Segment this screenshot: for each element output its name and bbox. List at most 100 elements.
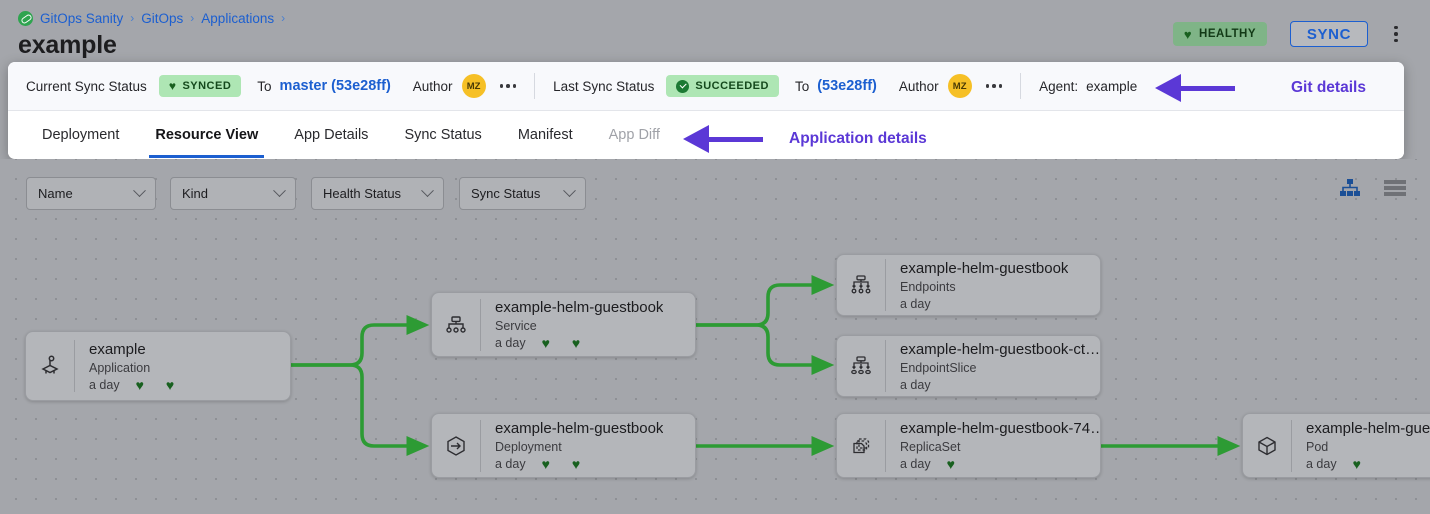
graph-node-pod[interactable]: example-helm-guest Pod a day ♥ bbox=[1242, 413, 1430, 478]
graph-node-endpoints[interactable]: example-helm-guestbook Endpoints a day bbox=[836, 254, 1101, 316]
tab-label: App Diff bbox=[608, 126, 660, 143]
filter-kind[interactable]: Kind bbox=[170, 177, 296, 210]
node-kind: Application bbox=[89, 360, 151, 375]
page-title: example bbox=[18, 31, 117, 59]
current-ellipsis-icon[interactable] bbox=[499, 84, 517, 88]
breadcrumb-item-1[interactable]: GitOps bbox=[141, 10, 184, 26]
tree-view-icon[interactable] bbox=[1340, 179, 1360, 202]
node-kind: ReplicaSet bbox=[900, 440, 961, 454]
filter-label: Kind bbox=[182, 186, 209, 201]
chevron-down-icon bbox=[421, 184, 434, 198]
divider bbox=[1020, 73, 1022, 99]
endpointslice-icon bbox=[837, 336, 885, 396]
current-sync-status-label: Current Sync Status bbox=[26, 78, 147, 94]
chevron-down-icon bbox=[273, 184, 286, 198]
avatar[interactable]: MZ bbox=[947, 74, 972, 98]
divider bbox=[480, 419, 481, 472]
breadcrumb-item-2[interactable]: Applications bbox=[201, 10, 275, 26]
tab-label: App Details bbox=[294, 126, 369, 143]
node-title: example-helm-guest bbox=[1306, 420, 1430, 437]
current-sync-status-badge[interactable]: ♥ SYNCED bbox=[158, 75, 242, 97]
divider bbox=[885, 419, 886, 472]
resource-graph-canvas: Name Kind Health Status Sync Status bbox=[0, 159, 1430, 514]
tab-app-details[interactable]: App Details bbox=[276, 111, 386, 158]
node-title: example bbox=[89, 340, 146, 358]
last-sync-status-label: Last Sync Status bbox=[553, 78, 655, 94]
tab-label: Manifest bbox=[517, 126, 573, 143]
node-meta: a day ♥ bbox=[900, 457, 1100, 471]
tab-deployment[interactable]: Deployment bbox=[24, 111, 137, 158]
graph-node-application[interactable]: example Application a day ♥ ♥ bbox=[25, 331, 291, 401]
sync-heart-icon: ♥ bbox=[165, 376, 175, 392]
node-body: example-helm-guestbook-74… ReplicaSet a … bbox=[886, 420, 1100, 471]
node-age: a day bbox=[1306, 457, 1337, 471]
endpoints-icon bbox=[837, 255, 885, 315]
last-sync-status-badge[interactable]: SUCCEEDED bbox=[666, 75, 779, 97]
kebab-menu-icon[interactable] bbox=[1386, 21, 1406, 47]
tab-manifest[interactable]: Manifest bbox=[500, 111, 591, 158]
graph-node-service[interactable]: example-helm-guestbook Service a day ♥ ♥ bbox=[431, 292, 696, 357]
filter-sync-status[interactable]: Sync Status bbox=[459, 177, 586, 210]
filter-health-status[interactable]: Health Status bbox=[311, 177, 444, 210]
breadcrumb-item-0[interactable]: GitOps Sanity bbox=[40, 10, 124, 26]
graph-node-replicaset[interactable]: example-helm-guestbook-74… ReplicaSet a … bbox=[836, 413, 1101, 478]
sync-button[interactable]: SYNC bbox=[1289, 21, 1368, 47]
breadcrumb-separator: › bbox=[190, 11, 195, 25]
node-kind: EndpointSlice bbox=[900, 360, 977, 375]
node-age: a day bbox=[495, 336, 526, 350]
divider bbox=[885, 340, 886, 392]
current-revision-link[interactable]: master (53e28ff) bbox=[279, 78, 391, 94]
health-heart-icon: ♥ bbox=[541, 456, 550, 471]
node-body: example Application a day ♥ ♥ bbox=[75, 341, 174, 392]
tab-label: Resource View bbox=[155, 126, 259, 143]
node-body: example-helm-guest Pod a day ♥ bbox=[1292, 420, 1430, 471]
agent-value: example bbox=[1086, 78, 1138, 94]
node-age: a day bbox=[900, 457, 931, 471]
filter-label: Name bbox=[38, 186, 73, 201]
tab-bar: Deployment Resource View App Details Syn… bbox=[8, 111, 1404, 158]
current-author-label: Author bbox=[412, 78, 453, 94]
health-badge-label: HEALTHY bbox=[1199, 28, 1256, 40]
node-kind: Service bbox=[495, 319, 537, 333]
node-age: a day bbox=[900, 377, 931, 392]
current-to-label: To bbox=[257, 78, 272, 94]
node-title: example-helm-guestbook bbox=[495, 299, 664, 316]
last-revision-link[interactable]: (53e28ff) bbox=[817, 78, 877, 94]
tab-resource-view[interactable]: Resource View bbox=[137, 111, 276, 158]
pod-icon bbox=[1243, 414, 1291, 477]
gitops-logo-icon bbox=[18, 10, 33, 26]
node-body: example-helm-guestbook Deployment a day … bbox=[481, 420, 663, 471]
graph-node-endpointslice[interactable]: example-helm-guestbook-ct… EndpointSlice… bbox=[836, 335, 1101, 397]
tab-sync-status[interactable]: Sync Status bbox=[386, 111, 499, 158]
sync-heart-icon: ♥ bbox=[571, 335, 581, 350]
chevron-down-icon bbox=[563, 184, 576, 198]
node-title: example-helm-guestbook bbox=[900, 259, 1069, 277]
node-meta: a day ♥ ♥ bbox=[495, 336, 663, 350]
status-badge-healthy[interactable]: ♥ HEALTHY bbox=[1172, 22, 1267, 46]
tab-app-diff[interactable]: App Diff bbox=[591, 111, 678, 158]
heart-icon: ♥ bbox=[1183, 26, 1193, 42]
replicaset-icon bbox=[837, 414, 885, 477]
sync-heart-icon: ♥ bbox=[571, 456, 581, 471]
breadcrumb-separator: › bbox=[130, 11, 135, 25]
app-details-card: Current Sync Status ♥ SYNCED To master (… bbox=[8, 62, 1404, 159]
node-body: example-helm-guestbook Service a day ♥ ♥ bbox=[481, 299, 663, 350]
filter-name[interactable]: Name bbox=[26, 177, 156, 210]
node-body: example-helm-guestbook Endpoints a day bbox=[886, 260, 1068, 311]
chevron-down-icon bbox=[133, 184, 146, 198]
node-title: example-helm-guestbook bbox=[495, 420, 664, 437]
node-age: a day bbox=[495, 457, 526, 471]
filter-label: Health Status bbox=[323, 186, 402, 201]
list-view-icon[interactable] bbox=[1384, 179, 1406, 202]
service-icon bbox=[432, 293, 480, 356]
filter-label: Sync Status bbox=[471, 186, 541, 201]
node-age: a day bbox=[89, 377, 120, 392]
avatar[interactable]: MZ bbox=[461, 74, 486, 98]
graph-node-deployment[interactable]: example-helm-guestbook Deployment a day … bbox=[431, 413, 696, 478]
health-heart-icon: ♥ bbox=[135, 376, 144, 392]
current-sync-status-value: SYNCED bbox=[182, 80, 232, 92]
last-ellipsis-icon[interactable] bbox=[985, 84, 1003, 88]
view-toggle-group bbox=[1340, 179, 1406, 202]
status-bar: Current Sync Status ♥ SYNCED To master (… bbox=[8, 62, 1404, 111]
